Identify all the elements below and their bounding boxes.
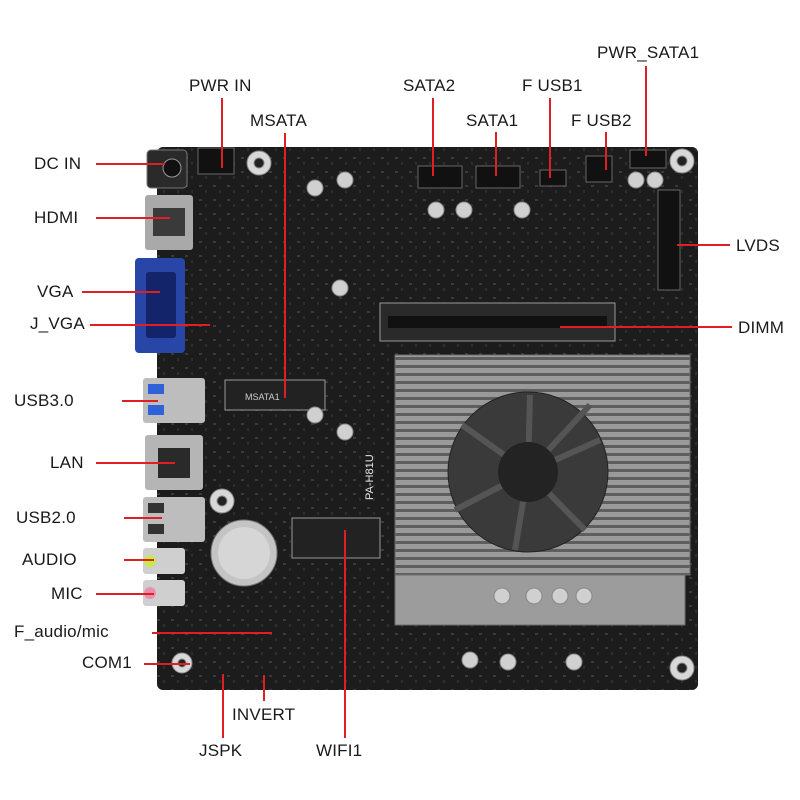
audio-jack: [143, 548, 185, 574]
label-mic: MIC: [51, 584, 83, 603]
label-dimm: DIMM: [738, 318, 785, 337]
leader-lines: [82, 66, 732, 738]
label-com1: COM1: [82, 653, 132, 672]
label-audio: AUDIO: [22, 550, 77, 569]
label-hdmi: HDMI: [34, 208, 79, 227]
wifi-slot: [291, 517, 381, 559]
capacitors: [306, 171, 664, 671]
cmos-battery: [210, 519, 278, 587]
dimm-slot: [379, 302, 616, 342]
label-pwr-in: PWR IN: [189, 76, 252, 95]
model-silk: PA-H81U: [364, 454, 376, 500]
label-dc-in: DC IN: [34, 154, 82, 173]
mic-jack: [143, 580, 185, 606]
label-f-usb1: F USB1: [522, 76, 583, 95]
label-jspk: JSPK: [199, 741, 243, 760]
label-invert: INVERT: [232, 705, 296, 724]
cpu-fan: [447, 391, 609, 553]
label-wifi1: WIFI1: [316, 741, 363, 760]
label-f-audio-mic: F_audio/mic: [14, 622, 109, 641]
label-pwr-sata1: PWR_SATA1: [597, 43, 700, 62]
label-lan: LAN: [50, 453, 84, 472]
label-usb20: USB2.0: [16, 508, 76, 527]
top-connectors: [197, 147, 681, 291]
msata-silk: MSATA1: [245, 392, 280, 402]
label-lvds: LVDS: [736, 236, 780, 255]
label-vga: VGA: [37, 282, 74, 301]
label-f-usb2: F USB2: [571, 111, 632, 130]
label-usb30: USB3.0: [14, 391, 74, 410]
msata-slot: MSATA1: [224, 379, 326, 411]
label-sata2: SATA2: [403, 76, 456, 95]
label-j-vga: J_VGA: [30, 314, 85, 333]
label-sata1: SATA1: [466, 111, 519, 130]
rear-io: [135, 149, 205, 606]
label-msata: MSATA: [250, 111, 308, 130]
mounting-holes: [171, 148, 695, 681]
